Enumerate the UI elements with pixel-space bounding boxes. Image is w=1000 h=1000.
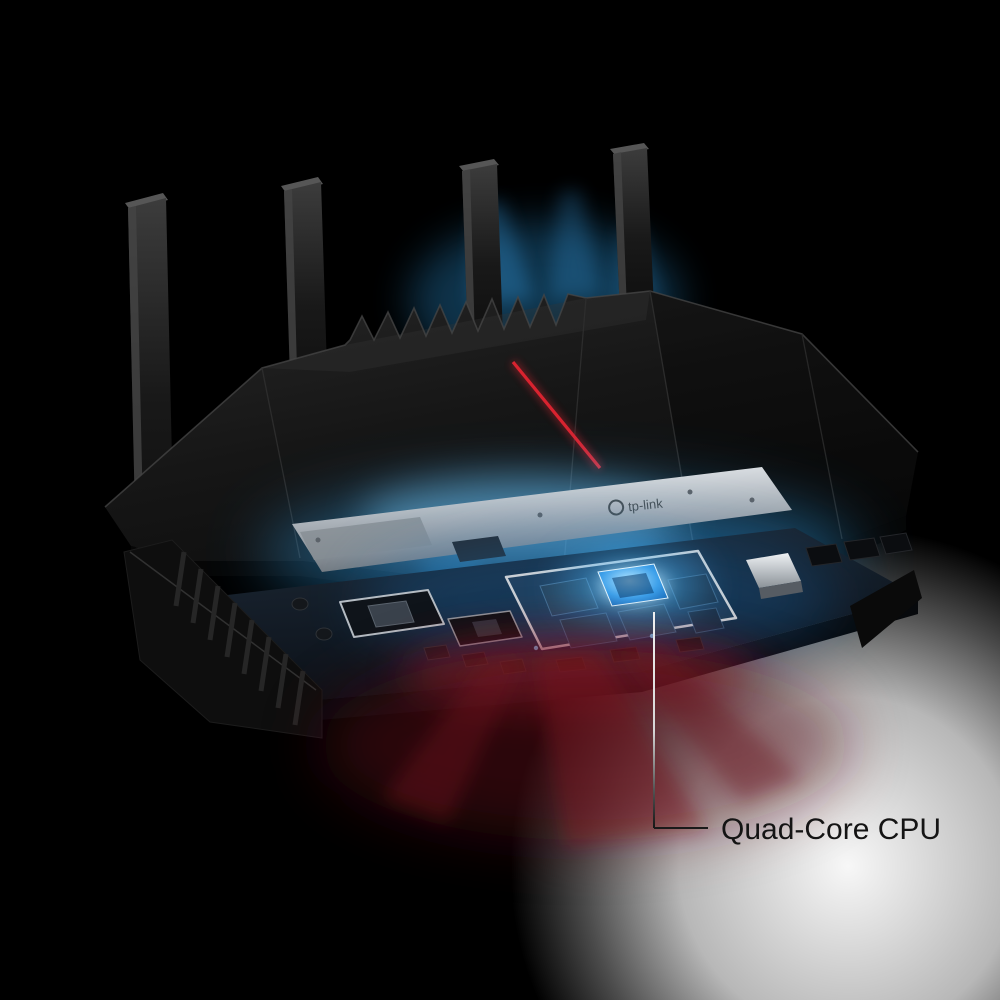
module-chip xyxy=(472,619,502,637)
tp-link-logo: tp-link xyxy=(608,496,664,516)
cpu-die xyxy=(612,573,654,598)
light-ray xyxy=(548,190,602,300)
antenna-2 xyxy=(281,177,328,408)
base-ribs xyxy=(173,551,306,726)
base-rib xyxy=(258,636,272,692)
base-rib xyxy=(292,670,306,726)
port-block xyxy=(843,537,881,561)
cover-ridge-sheen xyxy=(262,291,650,372)
antenna-4 xyxy=(610,143,654,313)
base-rib xyxy=(207,585,221,641)
cover-facet-crease xyxy=(801,333,843,540)
antenna-cap xyxy=(610,143,649,155)
capacitor xyxy=(315,627,333,641)
antenna-edge-highlight xyxy=(613,152,627,313)
capacitor xyxy=(291,597,309,611)
right-foot xyxy=(850,570,922,648)
screw xyxy=(537,512,543,518)
port-block xyxy=(879,532,913,555)
red-glow xyxy=(320,638,850,846)
base-rib xyxy=(224,602,238,658)
stand-base xyxy=(123,539,323,739)
logo-circle-icon xyxy=(608,499,625,516)
memory-chip xyxy=(687,607,725,634)
antenna-edge-highlight xyxy=(462,169,475,344)
cover-top-edge-highlight xyxy=(104,290,919,508)
screw xyxy=(315,537,321,543)
base-rib xyxy=(173,551,187,607)
module-chip xyxy=(367,600,415,628)
callout: Quad-Core CPU xyxy=(653,612,941,846)
antenna-edge-highlight xyxy=(128,206,144,558)
red-accent-stripe xyxy=(511,360,602,470)
antenna-cap xyxy=(459,159,499,172)
antenna-edge-highlight xyxy=(284,189,298,408)
antenna-cap xyxy=(281,177,323,193)
base-rib xyxy=(241,619,255,675)
logo-text: tp-link xyxy=(627,496,664,515)
red-glow-ambient xyxy=(320,650,850,840)
base-rib xyxy=(190,568,204,624)
metal-bracket-side xyxy=(759,581,803,599)
callout-label: Quad-Core CPU xyxy=(721,813,941,846)
antenna-cap xyxy=(125,193,168,210)
screw xyxy=(687,489,693,495)
port-block xyxy=(805,543,843,567)
plate-step xyxy=(300,517,432,560)
base-rib xyxy=(275,653,289,709)
screw xyxy=(749,497,755,503)
metal-bracket xyxy=(746,553,801,588)
